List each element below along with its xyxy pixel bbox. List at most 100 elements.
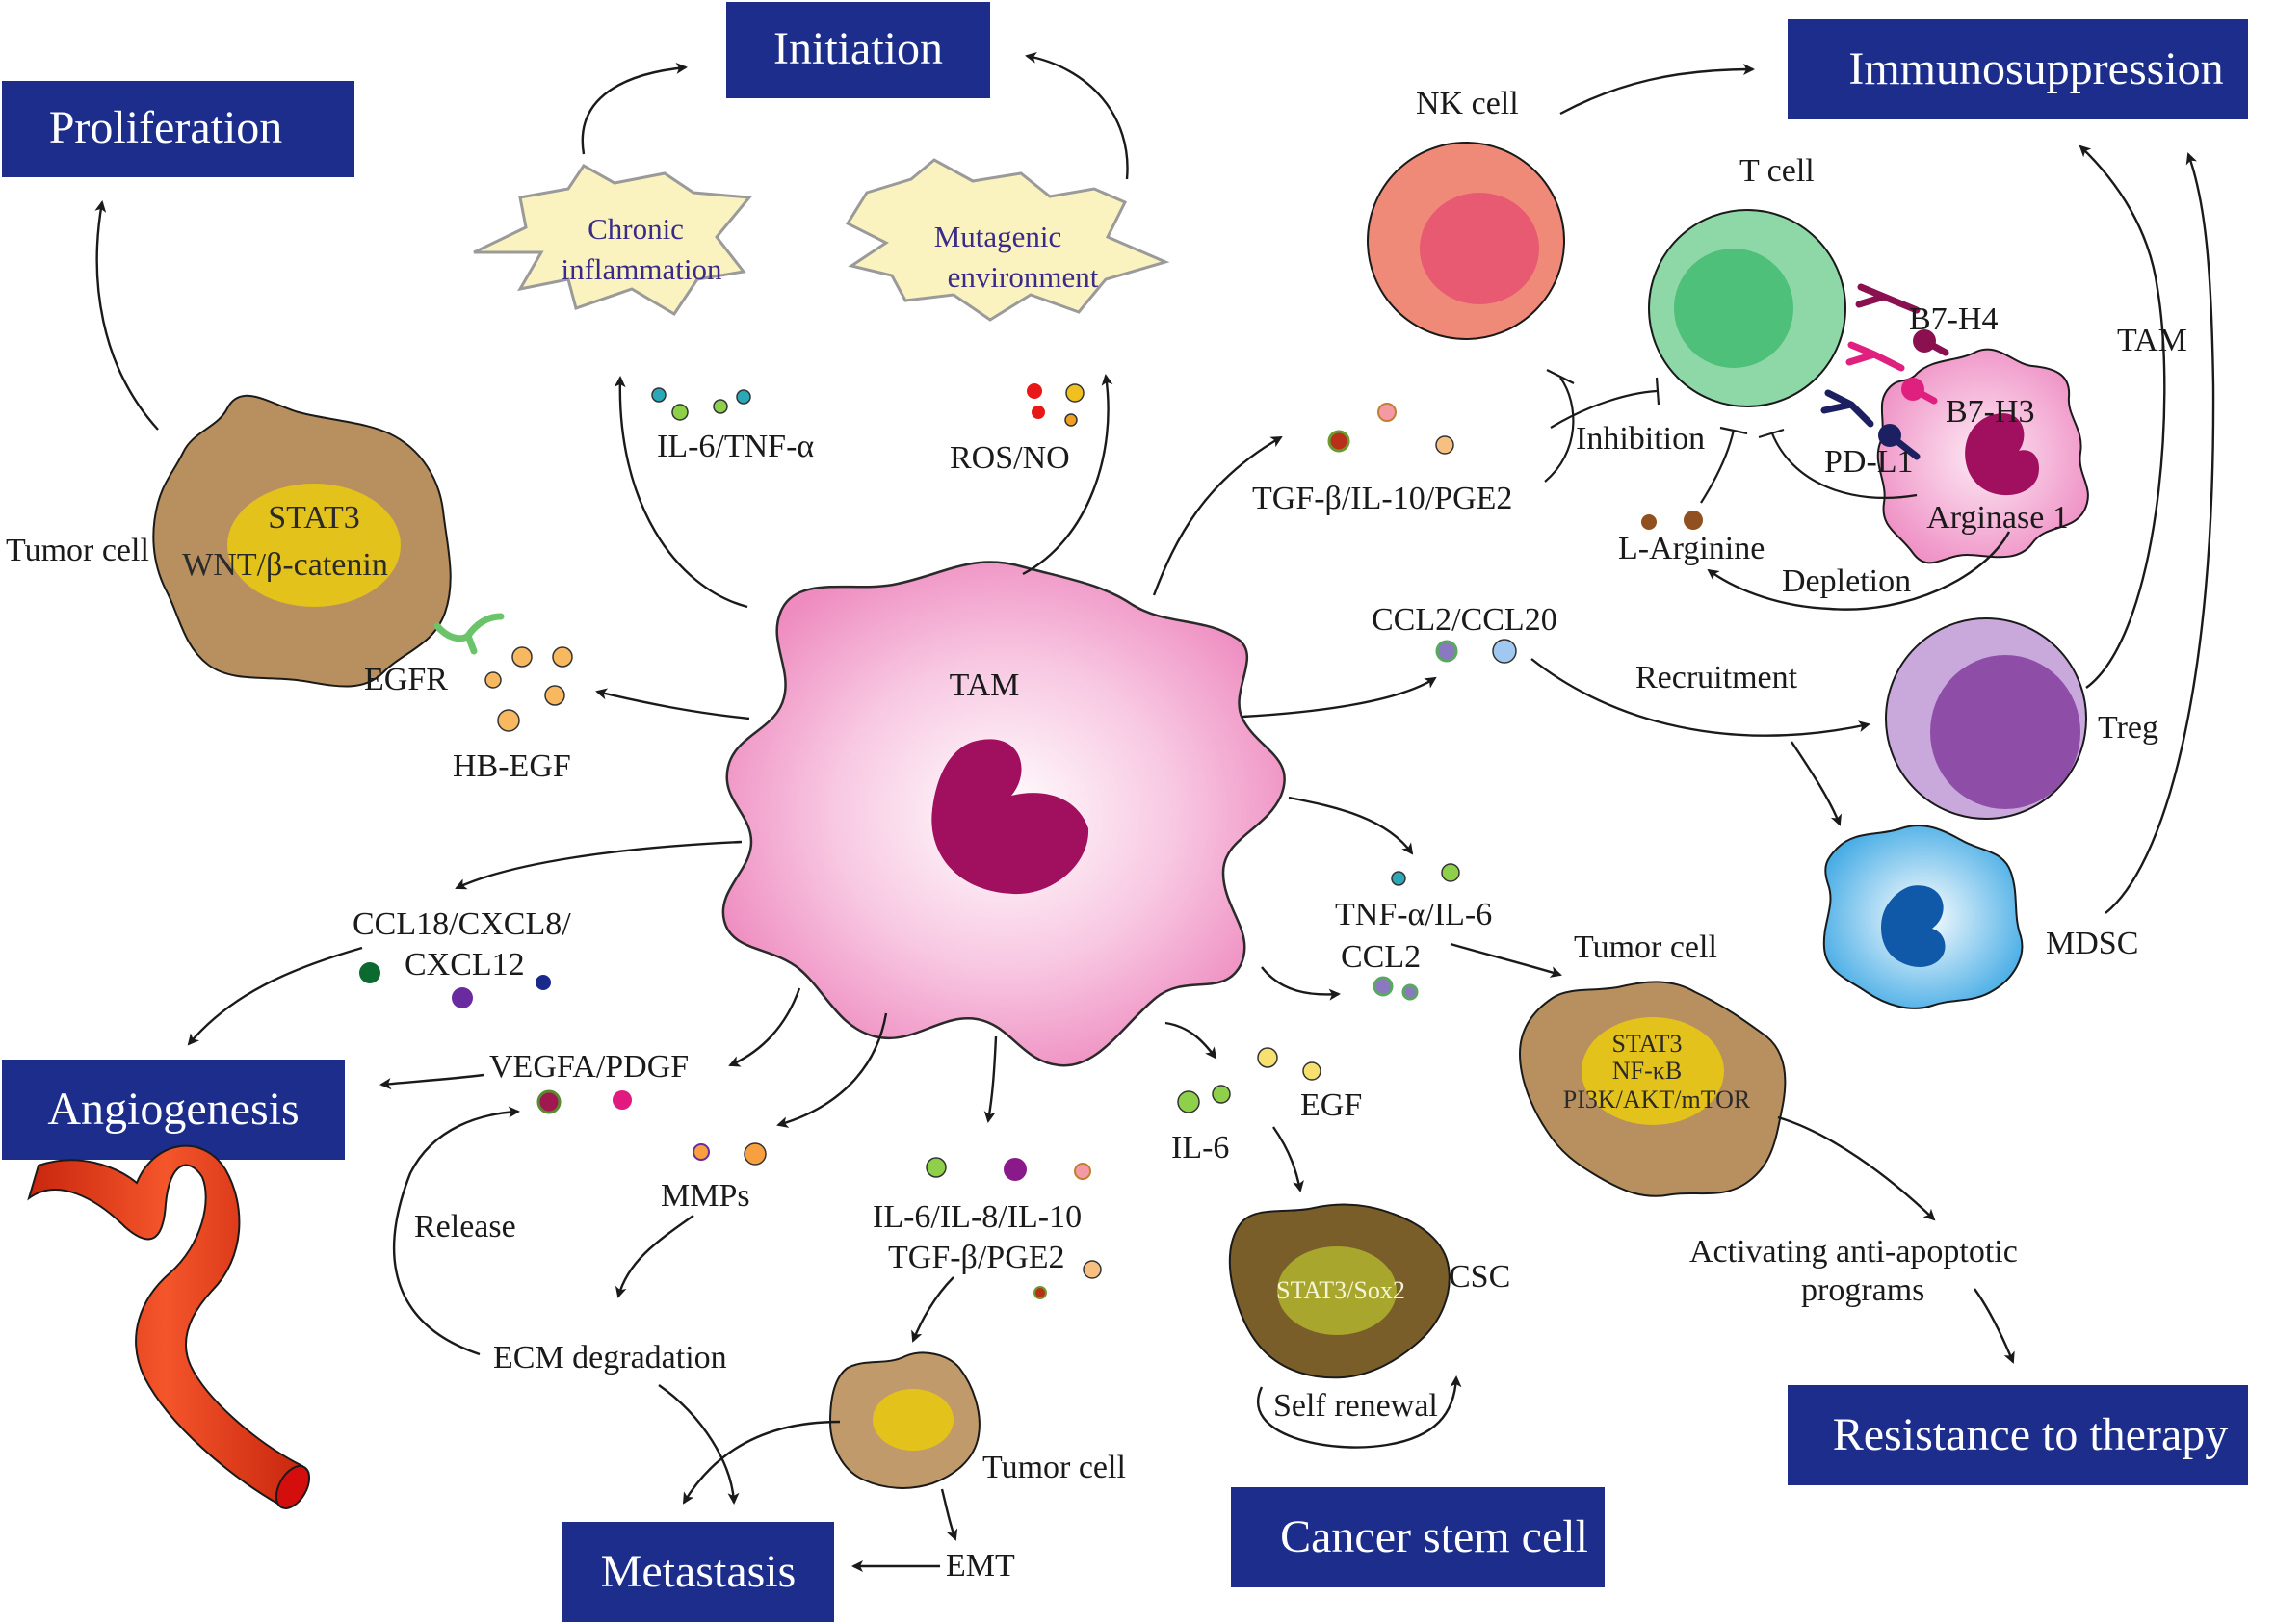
svg-text:PI3K/AKT/mTOR: PI3K/AKT/mTOR xyxy=(1563,1086,1751,1113)
tumor-cell-right-label: Tumor cell xyxy=(1574,930,1717,965)
tnfa-il6-dots xyxy=(1391,863,1460,886)
csc-nucleus xyxy=(1277,1246,1397,1335)
tam-right-nucleus xyxy=(1965,413,2040,496)
il6-tnfa-dots xyxy=(651,387,751,421)
ecm-degradation-label: ECM degradation xyxy=(493,1340,727,1375)
anti-apoptotic-label-2: programs xyxy=(1801,1272,1924,1308)
ccl2-ccl20-dots xyxy=(1435,639,1517,664)
l-arginine-dots xyxy=(1641,511,1703,530)
csc-cell: STAT3/Sox2 xyxy=(1228,1203,1451,1379)
b7-h4-receptor-pair xyxy=(1855,283,1949,356)
t-cell-label: T cell xyxy=(1739,153,1815,189)
central-tam-nucleus xyxy=(931,739,1089,895)
inhibition-lines xyxy=(1544,369,1918,504)
b7-h3-label: B7-H3 xyxy=(1946,394,2035,430)
egfr-receptor xyxy=(433,613,505,655)
tumor-cell-bottom-nucleus xyxy=(873,1389,954,1451)
vegfa-pdgf-dots xyxy=(536,1089,632,1114)
nk-cell-nucleus xyxy=(1420,193,1539,304)
proliferation-box: Proliferation xyxy=(2,81,354,177)
tnfa-il6-label: TNF-α/IL-6 xyxy=(1335,897,1492,932)
svg-text:Arginase 1: Arginase 1 xyxy=(1926,500,2069,536)
emt-label: EMT xyxy=(946,1548,1015,1584)
hb-egf-label: HB-EGF xyxy=(453,748,571,784)
tumor-cell-right: STAT3 NF-κB PI3K/AKT/mTOR xyxy=(1518,981,1787,1197)
svg-text:NF-κB: NF-κB xyxy=(1612,1057,1682,1085)
svg-text:WNT/β-catenin: WNT/β-catenin xyxy=(182,547,388,583)
l-arginine-label: L-Arginine xyxy=(1618,531,1765,566)
tumor-cell-bottom-label: Tumor cell xyxy=(982,1450,1126,1485)
hb-egf-dots xyxy=(484,646,573,732)
ccl18-cxcl8-label: CCL18/CXCL8/ xyxy=(353,906,571,942)
b7-h3-receptor-pair xyxy=(1845,341,1938,405)
pd-l1-label: PD-L1 xyxy=(1824,444,1914,480)
svg-text:Mutagenic: Mutagenic xyxy=(934,220,1062,253)
pd-l1-receptor-pair xyxy=(1820,389,1921,460)
inhibition-label: Inhibition xyxy=(1576,421,1705,457)
depletion-label: Depletion xyxy=(1782,563,1911,599)
egf-label: EGF xyxy=(1300,1087,1362,1123)
svg-text:environment: environment xyxy=(948,260,1099,294)
recruitment-label: Recruitment xyxy=(1635,660,1798,695)
arrows xyxy=(94,51,2215,1572)
ros-no-dots xyxy=(1027,383,1085,427)
anti-apoptotic-label: Activating anti-apoptotic xyxy=(1689,1234,2018,1270)
blood-vessel-illustration xyxy=(27,1144,311,1509)
svg-text:STAT3/Sox2: STAT3/Sox2 xyxy=(1276,1276,1405,1304)
cancer-stem-cell-box: Cancer stem cell xyxy=(1231,1487,1605,1587)
svg-text:STAT3: STAT3 xyxy=(1611,1030,1682,1058)
tumor-cell-left-label: Tumor cell xyxy=(6,533,149,568)
tam-right-label: TAM xyxy=(2117,323,2187,358)
csc-label: CSC xyxy=(1449,1259,1510,1295)
ccl18-cxcl8-cxcl12-dots xyxy=(359,962,551,1008)
release-label: Release xyxy=(414,1209,516,1244)
svg-text:Proliferation: Proliferation xyxy=(49,102,283,153)
tumor-cell-right-nucleus xyxy=(1582,1017,1724,1125)
mmps-dots xyxy=(693,1142,767,1166)
angiogenesis-box: Angiogenesis xyxy=(2,1060,345,1160)
svg-text:Resistance to therapy: Resistance to therapy xyxy=(1833,1409,2229,1460)
cxcl12-label: CXCL12 xyxy=(405,947,525,982)
mdsc-nucleus xyxy=(1881,885,1946,967)
tam-right-cell: Arginase 1 xyxy=(1876,348,2089,564)
self-renewal-label: Self renewal xyxy=(1273,1388,1438,1424)
treg-cell xyxy=(1885,617,2087,820)
tumor-cell-left: STAT3 WNT/β-catenin xyxy=(152,394,452,688)
il6-label: IL-6 xyxy=(1171,1130,1229,1166)
tumor-cell-bottom xyxy=(828,1351,981,1489)
t-cell xyxy=(1648,209,1846,407)
tgfb-pge2-dots xyxy=(1033,1260,1102,1299)
ros-no-label: ROS/NO xyxy=(950,440,1070,476)
t-cell-nucleus xyxy=(1674,249,1793,368)
treg-label: Treg xyxy=(2098,710,2158,746)
ccl2-label: CCL2 xyxy=(1341,939,1421,975)
svg-text:inflammation: inflammation xyxy=(561,252,722,286)
tumor-cell-left-nucleus xyxy=(227,484,401,607)
tgfb-il10-pge2-dots xyxy=(1327,403,1454,455)
il6-il8-il10-label: IL-6/IL-8/IL-10 xyxy=(873,1199,1082,1235)
egfr-label: EGFR xyxy=(364,662,448,697)
b7-h4-label: B7-H4 xyxy=(1909,301,1999,337)
nk-cell-label: NK cell xyxy=(1416,86,1519,121)
mdsc-cell xyxy=(1822,825,2024,1009)
treg-nucleus xyxy=(1930,655,2080,809)
mmps-label: MMPs xyxy=(661,1178,750,1214)
tgfb-il10-pge2-label: TGF-β/IL-10/PGE2 xyxy=(1252,481,1512,516)
svg-text:Initiation: Initiation xyxy=(773,23,943,74)
initiation-box: Initiation xyxy=(726,2,990,98)
il6-tnfa-label: IL-6/TNF-α xyxy=(657,429,814,464)
resistance-box: Resistance to therapy xyxy=(1788,1385,2248,1485)
il6-il8-il10-dots xyxy=(926,1157,1091,1181)
svg-text:Chronic: Chronic xyxy=(588,212,684,246)
svg-text:Cancer stem cell: Cancer stem cell xyxy=(1280,1511,1588,1562)
svg-text:Angiogenesis: Angiogenesis xyxy=(47,1084,299,1135)
svg-text:STAT3: STAT3 xyxy=(268,500,360,536)
tgfb-pge2-label: TGF-β/PGE2 xyxy=(888,1240,1065,1275)
vegfa-pdgf-label: VEGFA/PDGF xyxy=(489,1049,689,1085)
il6-egf-dots xyxy=(1177,1047,1321,1113)
svg-text:Metastasis: Metastasis xyxy=(601,1546,797,1597)
metastasis-box: Metastasis xyxy=(562,1522,834,1622)
chronic-inflammation-star: Chronic inflammation xyxy=(473,164,752,317)
mdsc-label: MDSC xyxy=(2046,926,2138,961)
immunosuppression-box: Immunosuppression xyxy=(1788,19,2248,119)
